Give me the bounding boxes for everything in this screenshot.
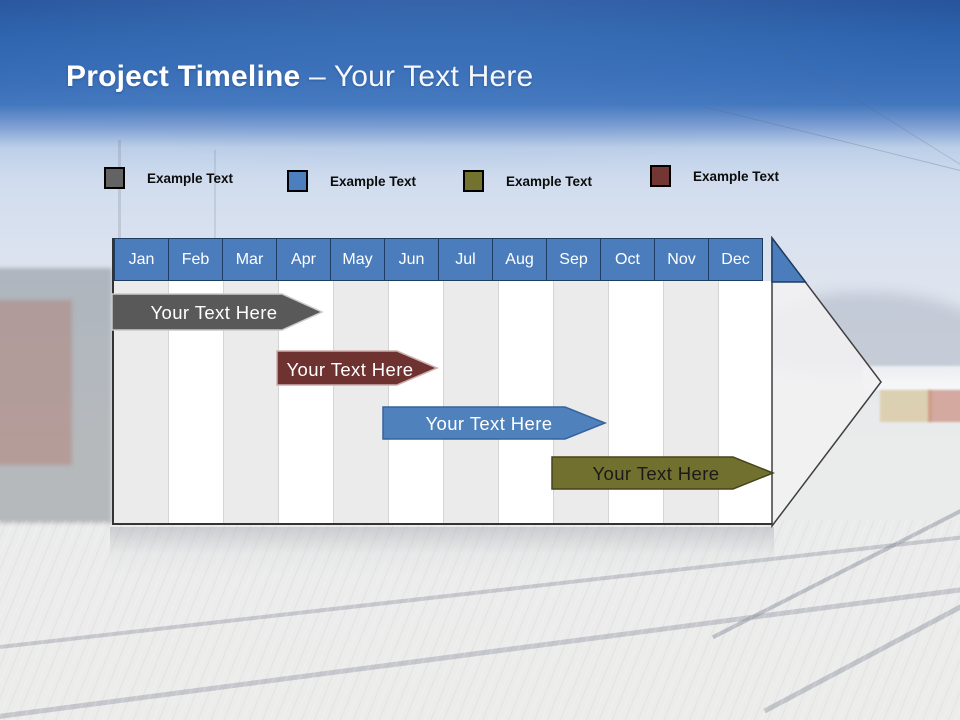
month-cell: Oct xyxy=(600,238,655,281)
timeline-bars: Your Text Here Your Text Here Your Text … xyxy=(111,293,776,490)
bar-label[interactable]: Your Text Here xyxy=(593,463,720,484)
month-cell: Dec xyxy=(708,238,763,281)
legend-label: Example Text xyxy=(506,173,593,189)
page-title[interactable]: Project Timeline – Your Text Here xyxy=(66,60,533,94)
bar-label[interactable]: Your Text Here xyxy=(151,302,278,323)
month-cell: Apr xyxy=(276,238,331,281)
background-rail xyxy=(0,574,960,720)
legend-label: Example Text xyxy=(147,170,234,186)
legend-swatch-blue xyxy=(287,170,308,192)
background-rail xyxy=(763,511,960,714)
background-train-containers xyxy=(0,300,72,465)
table-reflection xyxy=(110,527,774,575)
month-cell: Jul xyxy=(438,238,493,281)
legend-label: Example Text xyxy=(693,168,780,184)
timeline-column xyxy=(499,281,554,523)
legend-swatch-gray xyxy=(104,167,125,189)
legend-item-gray[interactable]: Example Text xyxy=(104,167,233,189)
month-cell: Mar xyxy=(222,238,277,281)
month-header-row: Jan Feb Mar Apr May Jun Jul Aug Sep Oct … xyxy=(114,238,773,281)
bar-label[interactable]: Your Text Here xyxy=(287,359,414,380)
bar-label[interactable]: Your Text Here xyxy=(426,413,553,434)
background-train-containers xyxy=(0,268,112,523)
legend-swatch-maroon xyxy=(650,165,671,187)
timeline-arrow-head xyxy=(771,236,882,528)
legend-swatch-olive xyxy=(463,170,484,192)
background-pole xyxy=(214,150,216,245)
timeline-column xyxy=(444,281,499,523)
timeline-column xyxy=(334,281,389,523)
month-cell: Jun xyxy=(384,238,439,281)
background-train-containers xyxy=(880,390,932,422)
month-cell: May xyxy=(330,238,385,281)
timeline-bar-maroon[interactable] xyxy=(276,350,439,386)
timeline-column xyxy=(389,281,444,523)
title-main-text: Project Timeline xyxy=(66,60,309,93)
arrow-head-header-piece xyxy=(771,236,808,283)
arrow-head-shape xyxy=(771,236,882,528)
background-catenary-wire xyxy=(779,51,960,190)
timeline-bar-blue[interactable] xyxy=(382,406,608,440)
timeline-bar-olive[interactable] xyxy=(551,456,776,490)
legend-label: Example Text xyxy=(330,173,417,189)
month-cell: Jan xyxy=(114,238,169,281)
title-placeholder-text: – Your Text Here xyxy=(308,60,534,93)
background-pole xyxy=(118,140,121,245)
month-cell: Feb xyxy=(168,238,223,281)
background-train-containers xyxy=(928,390,960,422)
timeline-bar-gray[interactable] xyxy=(111,293,324,331)
legend-item-olive[interactable]: Example Text xyxy=(463,170,592,192)
month-cell: Nov xyxy=(654,238,709,281)
month-cell: Aug xyxy=(492,238,547,281)
month-cell: Sep xyxy=(546,238,601,281)
legend-item-blue[interactable]: Example Text xyxy=(287,170,416,192)
legend-item-maroon[interactable]: Example Text xyxy=(650,165,779,187)
